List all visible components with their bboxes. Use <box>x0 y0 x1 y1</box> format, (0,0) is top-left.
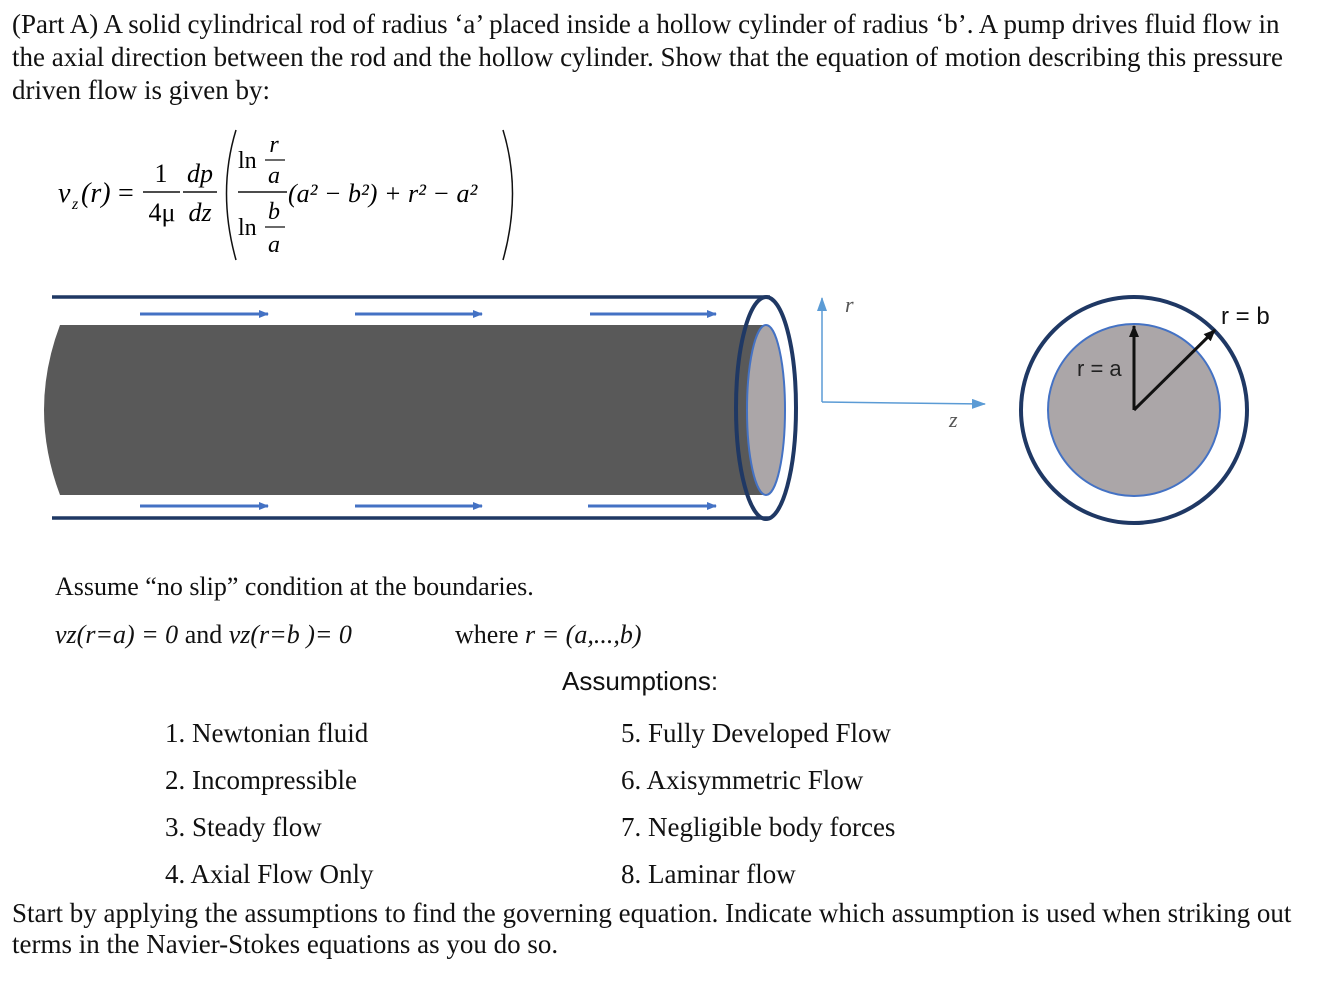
no-slip-statement: Assume “no slip” condition at the bounda… <box>55 572 534 601</box>
eq-a-top: a <box>268 163 280 189</box>
z-axis-label: z <box>948 407 958 432</box>
assumption-item: 8. Laminar flow <box>621 859 796 889</box>
eq-lhs-arg: (r) <box>81 178 111 209</box>
instructions-text: Start by applying the assumptions to fin… <box>12 898 1292 959</box>
eq-a-bottom: a <box>268 232 280 258</box>
velocity-equation: v z (r) = 1 4μ dp dz ln r a ln b a (a² −… <box>55 120 535 270</box>
eq-deriv-denominator: dz <box>188 198 211 227</box>
assumptions-list-right: 5. Fully Developed Flow 6. Axisymmetric … <box>621 710 895 898</box>
assumption-item: 7. Negligible body forces <box>621 812 896 842</box>
assumption-item: 5. Fully Developed Flow <box>621 718 891 748</box>
eq-r: r <box>269 132 279 158</box>
assumption-item: 1. Newtonian fluid <box>165 718 369 748</box>
radius-b-arrow <box>1132 328 1217 412</box>
radius-b-label: r = b <box>1221 303 1270 330</box>
assumption-item: 3. Steady flow <box>165 812 322 842</box>
boundary-condition-b: vz(r=b )= 0 <box>228 620 352 649</box>
eq-ln-top: ln <box>238 148 257 174</box>
eq-deriv-numerator: dp <box>187 159 213 188</box>
assumptions-list-left: 1. Newtonian fluid 2. Incompressible 3. … <box>165 710 374 898</box>
z-axis <box>821 398 986 409</box>
eq-equals: = <box>118 178 134 209</box>
radial-range: r = (a,...,b) <box>525 620 642 649</box>
eq-coef-denominator: 4μ <box>149 198 176 227</box>
outer-cylinder-end-ring <box>734 295 798 521</box>
assumption-item: 6. Axisymmetric Flow <box>621 765 864 795</box>
r-axis-label: r <box>845 292 854 317</box>
eq-coef-numerator: 1 <box>155 159 168 188</box>
eq-b: b <box>268 199 280 225</box>
flow-diagram: r z r = a r = b <box>0 280 1329 545</box>
domain-statement: where r = (a,...,b) <box>455 620 642 650</box>
boundary-conditions: vz(r=a) = 0 and vz(r=b )= 0 <box>55 620 352 650</box>
assumption-item: 2. Incompressible <box>165 765 357 795</box>
assumptions-heading: Assumptions: <box>562 666 719 696</box>
eq-lhs-v: v <box>58 178 71 209</box>
boundary-conjunction: and <box>178 620 229 649</box>
problem-statement: (Part A) A solid cylindrical rod of radi… <box>12 9 1283 105</box>
radius-a-label: r = a <box>1077 356 1122 381</box>
eq-ln-bottom: ln <box>238 215 257 241</box>
solid-rod <box>44 325 766 495</box>
eq-lhs-subscript: z <box>71 196 79 213</box>
where-prefix: where <box>455 620 526 649</box>
eq-factor: (a² − b²) + r² − a² <box>288 179 478 208</box>
rod-end-face <box>746 324 786 496</box>
assumption-item: 4. Axial Flow Only <box>165 859 374 889</box>
boundary-condition-a: vz(r=a) = 0 <box>55 620 179 649</box>
